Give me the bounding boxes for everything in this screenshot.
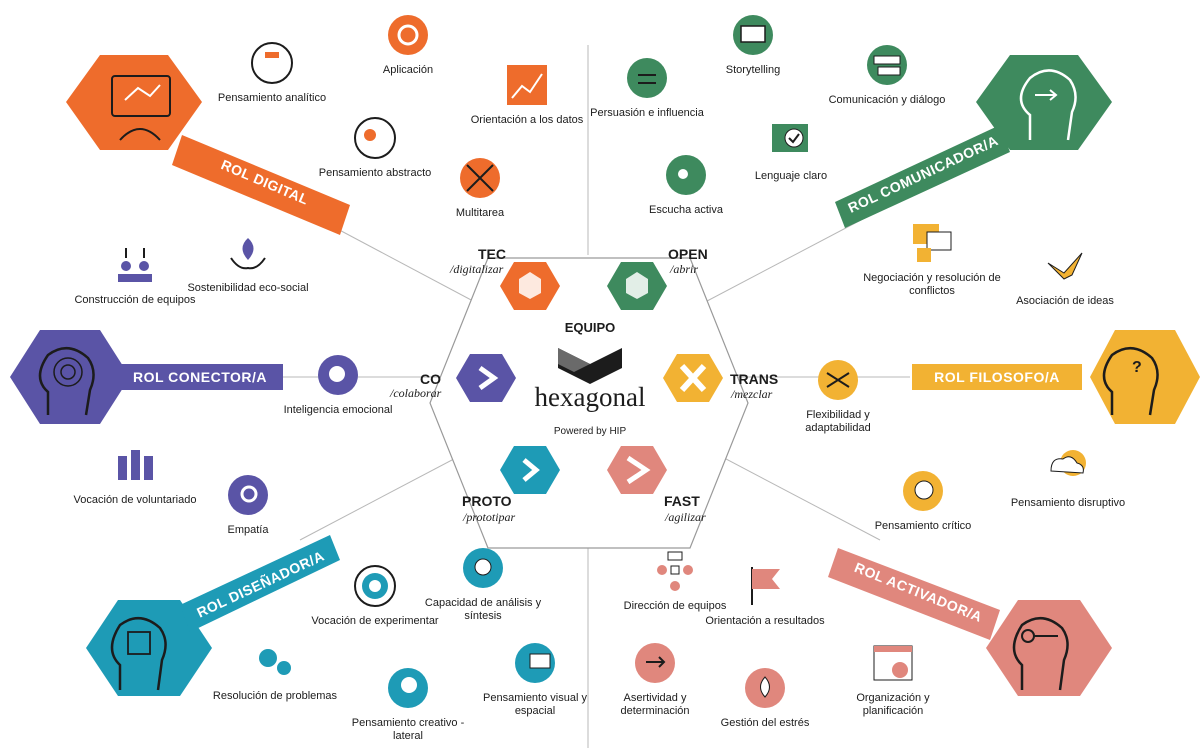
principle-name-fast: FAST (664, 493, 700, 509)
role-label-conector: ROL CONECTOR/A (117, 364, 283, 390)
arrow-head-icon (632, 640, 678, 686)
org-chart-head-icon (249, 40, 295, 86)
principle-name-co: CO (420, 371, 441, 387)
chart-up-icon (504, 62, 550, 108)
role-hex-digital (66, 55, 202, 150)
skill-orientacion-resultados: Orientación a resultados (700, 563, 830, 628)
listening-head-icon (663, 152, 709, 198)
skill-empatia: Empatía (183, 472, 313, 537)
thumbs-up-chat-icon (909, 220, 955, 266)
role-bar-disenador (180, 535, 340, 632)
center-brand: hexagonal (534, 382, 646, 412)
chat-bubbles-icon (864, 42, 910, 88)
svg-text:?: ? (1132, 359, 1142, 376)
role-hex-comunicador (976, 55, 1112, 150)
skill-construccion-equipos: Construcción de equipos (70, 242, 200, 307)
skill-vocacion-voluntariado: Vocación de voluntariado (70, 442, 200, 507)
check-bubble-icon (768, 118, 814, 164)
brand-logo-mark (558, 348, 622, 384)
target-icon (352, 563, 398, 609)
gear-head-icon (225, 472, 271, 518)
role-hex-conector (10, 330, 130, 424)
skill-comunicacion: Comunicación y diálogo (822, 42, 952, 107)
role-label-filosofo: ROL FILOSOFO/A (912, 364, 1082, 390)
principle-sub-trans: /mezclar (731, 387, 773, 401)
gear-icon (385, 12, 431, 58)
center-powered: Powered by HIP (553, 426, 627, 437)
skill-multitarea: Multitarea (415, 155, 545, 220)
skill-aplicacion: Aplicación (343, 12, 473, 77)
skill-organizacion: Organización y planificación (828, 640, 958, 718)
role-hex-disenador (86, 600, 212, 696)
heart-head-icon (315, 352, 361, 398)
skill-pensamiento-abstracto: Pensamiento abstracto (310, 115, 440, 180)
principle-name-tec: TEC (478, 246, 506, 262)
principle-sub-tec: /digitalizar (450, 262, 504, 276)
compass-head-icon (460, 545, 506, 591)
skill-persuasion: Persuasión e influencia (582, 55, 712, 120)
center-equipo: EQUIPO (564, 320, 616, 335)
principle-name-trans: TRANS (730, 371, 779, 387)
skill-pensamiento-creativo: Pensamiento creativo - lateral (343, 665, 473, 743)
brain-head-icon (385, 665, 431, 711)
principle-hex-co (456, 354, 516, 402)
gears-icon (252, 638, 298, 684)
shuffle-circle-icon (815, 357, 861, 403)
skill-direccion-equipos: Dirección de equipos (610, 548, 740, 613)
role-hex-filosofo: ? (1090, 330, 1200, 424)
skill-storytelling: Storytelling (688, 12, 818, 77)
skill-asertividad: Asertividad y determinación (590, 640, 720, 718)
skill-negociacion: Negociación y resolución de conflictos (852, 220, 1012, 298)
skill-gestion-estres: Gestión del estrés (700, 665, 830, 730)
principle-sub-open: /abrir (670, 262, 699, 276)
principle-name-proto: PROTO (462, 493, 512, 509)
book-icon (730, 12, 776, 58)
principle-hex-open (607, 262, 667, 310)
team-arrows-icon (112, 242, 158, 288)
skill-sostenibilidad: Sostenibilidad eco-social (183, 230, 313, 295)
role-bar-comunicador (835, 125, 1010, 228)
skill-vocacion-experimentar: Vocación de experimentar (310, 563, 440, 628)
lightbulb-head-icon (352, 115, 398, 161)
skill-resolucion-problemas: Resolución de problemas (210, 638, 340, 703)
skill-pensamiento-analitico: Pensamiento analítico (207, 40, 337, 105)
storm-cloud-icon (1045, 445, 1091, 491)
principle-hex-fast (607, 446, 667, 494)
role-hex-activador (986, 600, 1112, 696)
principle-hex-proto (500, 446, 560, 494)
principle-sub-proto: /prototipar (463, 510, 516, 524)
role-bar-digital (172, 135, 350, 235)
skill-asociacion: Asociación de ideas (1000, 243, 1130, 308)
lotus-head-icon (742, 665, 788, 711)
calendar-check-icon (870, 640, 916, 686)
skill-lenguaje-claro: Lenguaje claro (726, 118, 856, 183)
raised-hands-icon (112, 442, 158, 488)
flag-check-icon (742, 563, 788, 609)
skill-inteligencia-emocional: Inteligencia emocional (273, 352, 403, 417)
flowchart-icon (652, 548, 698, 594)
principle-sub-fast: /agilizar (665, 510, 706, 524)
binoculars-head-icon (512, 640, 558, 686)
skill-capacidad-analisis: Capacidad de análisis y síntesis (418, 545, 548, 623)
multitask-person-icon (457, 155, 503, 201)
role-bar-activador (828, 548, 1000, 640)
skill-pensamiento-critico: Pensamiento crítico (858, 468, 988, 533)
principle-name-open: OPEN (668, 246, 708, 262)
skill-orientacion-datos: Orientación a los datos (462, 62, 592, 127)
plant-hands-icon (225, 230, 271, 276)
heads-arrows-icon (624, 55, 670, 101)
principle-hex-trans (663, 354, 723, 402)
bird-icon (1042, 243, 1088, 289)
skill-escucha-activa: Escucha activa (621, 152, 751, 217)
skill-pensamiento-disruptivo: Pensamiento disruptivo (1003, 445, 1133, 510)
pie-head-icon (900, 468, 946, 514)
skill-pensamiento-visual: Pensamiento visual y espacial (470, 640, 600, 718)
skill-flexibilidad: Flexibilidad y adaptabilidad (773, 357, 903, 435)
principle-hex-tec (500, 262, 560, 310)
principle-sub-co: /colaborar (390, 386, 442, 400)
